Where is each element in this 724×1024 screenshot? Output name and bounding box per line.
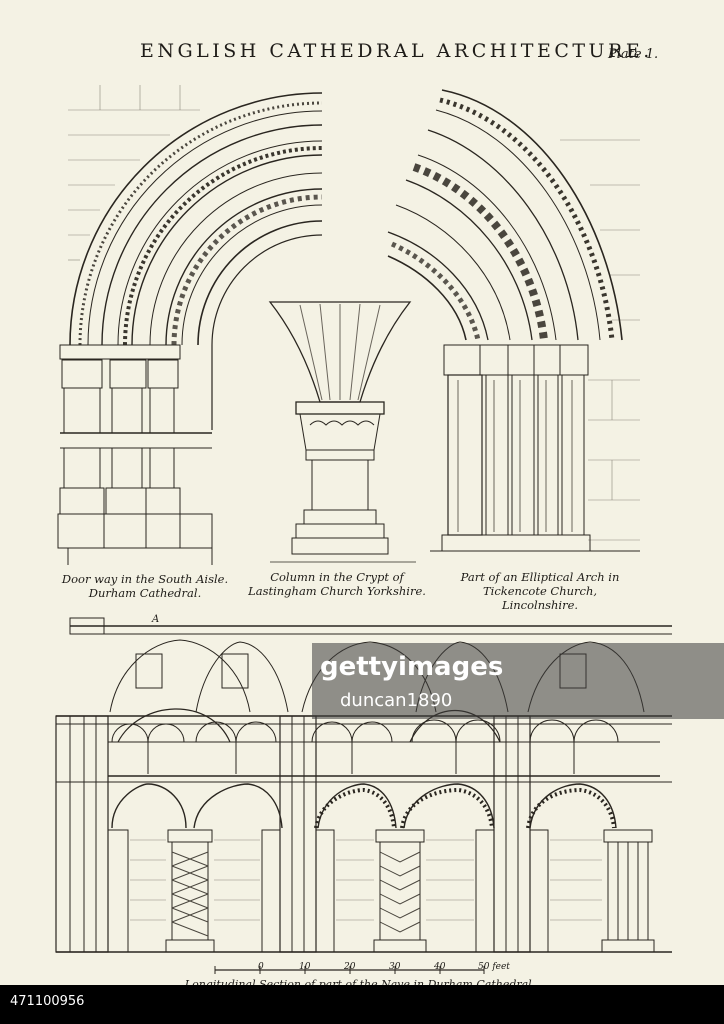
arch-caption-line-3: Lincolnshire.	[501, 598, 579, 612]
watermark-logo: gettyimages	[320, 652, 504, 682]
column-caption-line-1: Column in the Crypt of	[270, 570, 404, 584]
scale-tick-20: 20	[344, 962, 356, 972]
scale-tick-40: 40	[434, 962, 446, 972]
scale-tick-0: 0	[258, 962, 264, 972]
column-drawing	[268, 301, 416, 563]
arch-caption-line-1: Part of an Elliptical Arch in	[460, 570, 620, 584]
scale-tick-30: 30	[389, 962, 401, 972]
elliptical-arch-drawing	[387, 89, 640, 552]
doorway-drawing	[57, 85, 323, 565]
scale-bar	[214, 966, 485, 974]
image-id: 471100956	[10, 994, 85, 1009]
doorway-caption: Door way in the South Aisle. Durham Cath…	[50, 572, 240, 600]
scale-tick-50: 50 feet	[478, 962, 510, 972]
column-caption: Column in the Crypt of Lastingham Church…	[232, 570, 442, 598]
doorway-caption-line-1: Door way in the South Aisle.	[61, 572, 229, 586]
engraving-illustration	[55, 85, 672, 974]
doorway-caption-line-2: Durham Cathedral.	[88, 586, 202, 600]
nave-section-drawing	[55, 617, 672, 953]
arch-caption: Part of an Elliptical Arch in Tickencote…	[440, 570, 640, 612]
plate-title: ENGLISH CATHEDRAL ARCHITECTURE.	[140, 40, 653, 62]
arch-caption-line-2: Tickencote Church,	[482, 584, 598, 598]
scale-tick-10: 10	[299, 962, 311, 972]
bottom-bar	[0, 985, 724, 1024]
column-caption-line-2: Lastingham Church Yorkshire.	[248, 584, 426, 598]
section-marker: A	[152, 614, 160, 625]
watermark-credit: duncan1890	[340, 690, 453, 711]
plate-number: Plate 1.	[608, 47, 659, 62]
watermark-overlay	[312, 643, 724, 719]
